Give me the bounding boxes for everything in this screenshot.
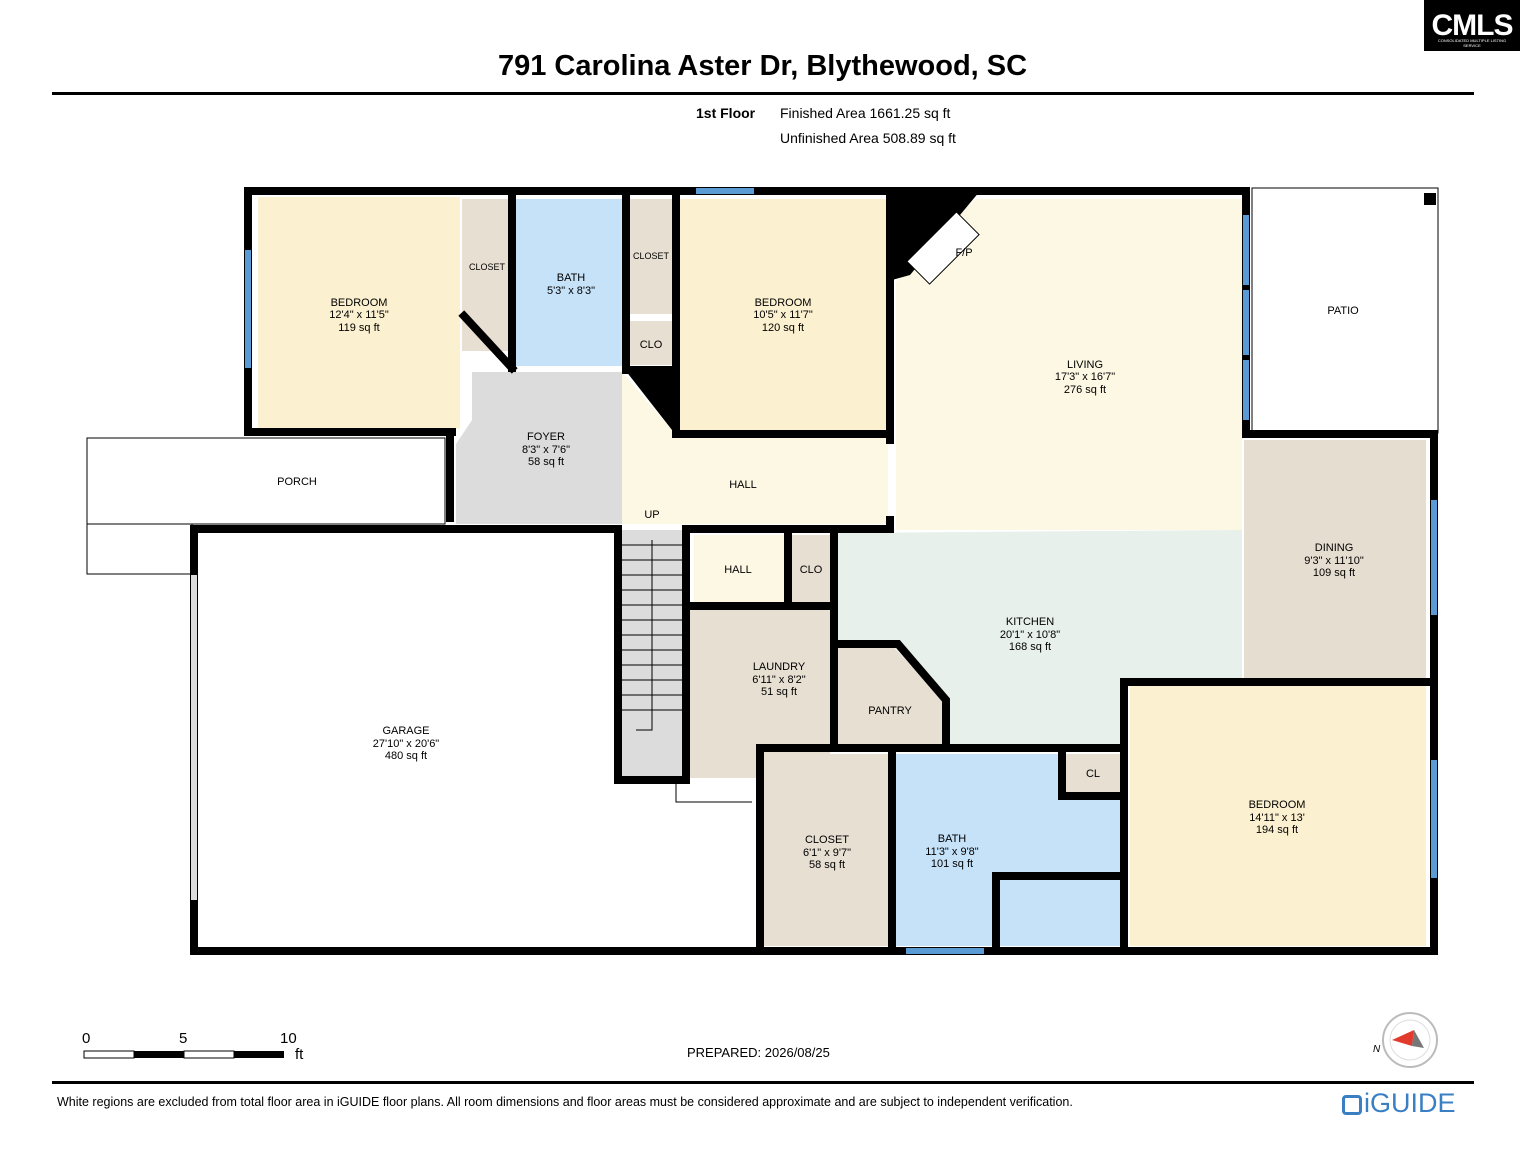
prepared-date: PREPARED: 2026/08/25 bbox=[687, 1045, 830, 1060]
scale-label-0: 0 bbox=[82, 1030, 91, 1047]
footer-divider bbox=[52, 1081, 1474, 1084]
clo-mid-fill bbox=[792, 535, 830, 603]
stair-treads bbox=[622, 540, 684, 731]
scale-unit: ft bbox=[295, 1046, 304, 1063]
porch-step-outline bbox=[86, 523, 193, 575]
patio-marker bbox=[1424, 193, 1436, 205]
laundry-dims: 6'11" x 8'2" bbox=[752, 674, 805, 686]
bedroom-se-name: BEDROOM bbox=[1249, 799, 1306, 811]
kitchen-area: 168 sq ft bbox=[1009, 641, 1051, 653]
iguide-icon bbox=[1342, 1095, 1362, 1115]
foyer-fill bbox=[456, 372, 622, 524]
porch-outline bbox=[86, 437, 446, 525]
bath-n-dims: 5'3" x 8'3" bbox=[547, 285, 595, 297]
bedroom-n-dims: 10'5" x 11'7" bbox=[753, 309, 813, 321]
header-divider bbox=[52, 92, 1474, 95]
living-dims: 17'3" x 16'7" bbox=[1055, 371, 1115, 383]
bedroom-nw-area: 119 sq ft bbox=[338, 322, 379, 334]
foyer-dims: 8'3" x 7'6" bbox=[522, 444, 570, 456]
stairs-fill bbox=[622, 530, 684, 776]
foyer-name: FOYER bbox=[527, 431, 565, 443]
compass-icon bbox=[1382, 1012, 1438, 1068]
bedroom-nw-name: BEDROOM bbox=[331, 297, 388, 309]
hall-main-fill bbox=[622, 372, 888, 524]
bedroom-nw-dims: 12'4" x 11'5" bbox=[329, 309, 389, 321]
bedroom-se-dims: 14'11" x 13' bbox=[1249, 812, 1305, 824]
bedroom-se-area: 194 sq ft bbox=[1256, 824, 1298, 836]
closet-s-area: 58 sq ft bbox=[809, 859, 845, 871]
living-name: LIVING bbox=[1067, 359, 1103, 371]
dining-name: DINING bbox=[1315, 542, 1354, 554]
fireplace-name: F/P bbox=[955, 247, 972, 259]
fp-wedge bbox=[622, 366, 672, 430]
clo-n-fill bbox=[630, 321, 672, 365]
laundry-name: LAUNDRY bbox=[753, 661, 806, 673]
bedroom-n-area: 120 sq ft bbox=[762, 322, 804, 334]
bath-n-fill bbox=[516, 199, 623, 366]
hall-main-name: HALL bbox=[729, 479, 757, 491]
bedroom-n-name: BEDROOM bbox=[755, 297, 812, 309]
laundry-area: 51 sq ft bbox=[761, 686, 797, 698]
patio-name: PATIO bbox=[1327, 305, 1359, 317]
bath-s-dims: 11'3" x 9'8" bbox=[925, 846, 978, 858]
dining-area: 109 sq ft bbox=[1313, 567, 1355, 579]
patio-outline bbox=[1251, 187, 1439, 434]
closet-s-name: CLOSET bbox=[805, 834, 849, 846]
hall-small-name: HALL bbox=[724, 564, 752, 576]
living-fill bbox=[896, 199, 1242, 530]
cmls-logo: CMLS bbox=[1424, 0, 1520, 51]
living-area: 276 sq ft bbox=[1064, 384, 1106, 396]
iguide-brand: iGUIDE bbox=[1364, 1088, 1456, 1118]
garage-name: GARAGE bbox=[382, 725, 429, 737]
clo-n-name: CLO bbox=[640, 339, 663, 351]
scale-label-10: 10 bbox=[280, 1030, 297, 1047]
bedroom-se-fill bbox=[1130, 686, 1426, 946]
disclaimer-text: White regions are excluded from total fl… bbox=[57, 1095, 1073, 1109]
cl-s-fill bbox=[1066, 754, 1120, 794]
garage-dims: 27'10" x 20'6" bbox=[373, 738, 440, 750]
closet-n-fill bbox=[630, 199, 672, 314]
scale-bar bbox=[83, 1050, 284, 1059]
closet-nw-name: CLOSET bbox=[469, 262, 506, 272]
stair-arrow-line bbox=[675, 780, 752, 803]
fireplace-box bbox=[906, 211, 980, 285]
garage-area: 480 sq ft bbox=[385, 750, 427, 762]
foyer-area: 58 sq ft bbox=[528, 456, 564, 468]
logo-subtext: CONSOLIDATED MULTIPLE LISTING SERVICE bbox=[1437, 38, 1507, 48]
bath-s-name: BATH bbox=[938, 833, 967, 845]
garage-door bbox=[191, 575, 197, 900]
logo-text: CMLS bbox=[1431, 8, 1514, 42]
porch-name: PORCH bbox=[277, 476, 317, 488]
unfinished-area: Unfinished Area 508.89 sq ft bbox=[780, 130, 956, 146]
bath-n-name: BATH bbox=[557, 272, 586, 284]
closet-s-dims: 6'1" x 9'7" bbox=[803, 847, 851, 859]
closet-s-fill bbox=[764, 754, 890, 946]
page-title: 791 Carolina Aster Dr, Blythewood, SC bbox=[497, 50, 1028, 82]
kitchen-name: KITCHEN bbox=[1006, 616, 1054, 628]
bath-s-area: 101 sq ft bbox=[931, 858, 973, 870]
dining-fill bbox=[1244, 440, 1426, 678]
pantry-name: PANTRY bbox=[868, 705, 912, 717]
finished-area: Finished Area 1661.25 sq ft bbox=[780, 105, 951, 121]
scale-label-5: 5 bbox=[179, 1030, 188, 1047]
cl-s-name: CL bbox=[1086, 768, 1100, 780]
iguide-logo: iGUIDE bbox=[1342, 1088, 1456, 1119]
kitchen-dims: 20'1" x 10'8" bbox=[1000, 629, 1060, 641]
clo-mid-name: CLO bbox=[800, 564, 823, 576]
windows bbox=[245, 188, 1437, 954]
compass-north-label: N bbox=[1373, 1044, 1381, 1055]
bath-s-fill bbox=[896, 754, 1120, 946]
dining-dims: 9'3" x 11'10" bbox=[1304, 555, 1364, 567]
hall-small-fill bbox=[694, 535, 784, 603]
floor-label: 1st Floor bbox=[696, 105, 756, 121]
bedroom-nw-fill bbox=[258, 197, 460, 429]
bedroom-n-fill bbox=[678, 199, 888, 432]
pantry-fill bbox=[838, 648, 942, 744]
closet-n-name: CLOSET bbox=[633, 251, 670, 261]
closet-nw-fill bbox=[462, 199, 510, 351]
stairs-up-label: UP bbox=[644, 509, 659, 521]
